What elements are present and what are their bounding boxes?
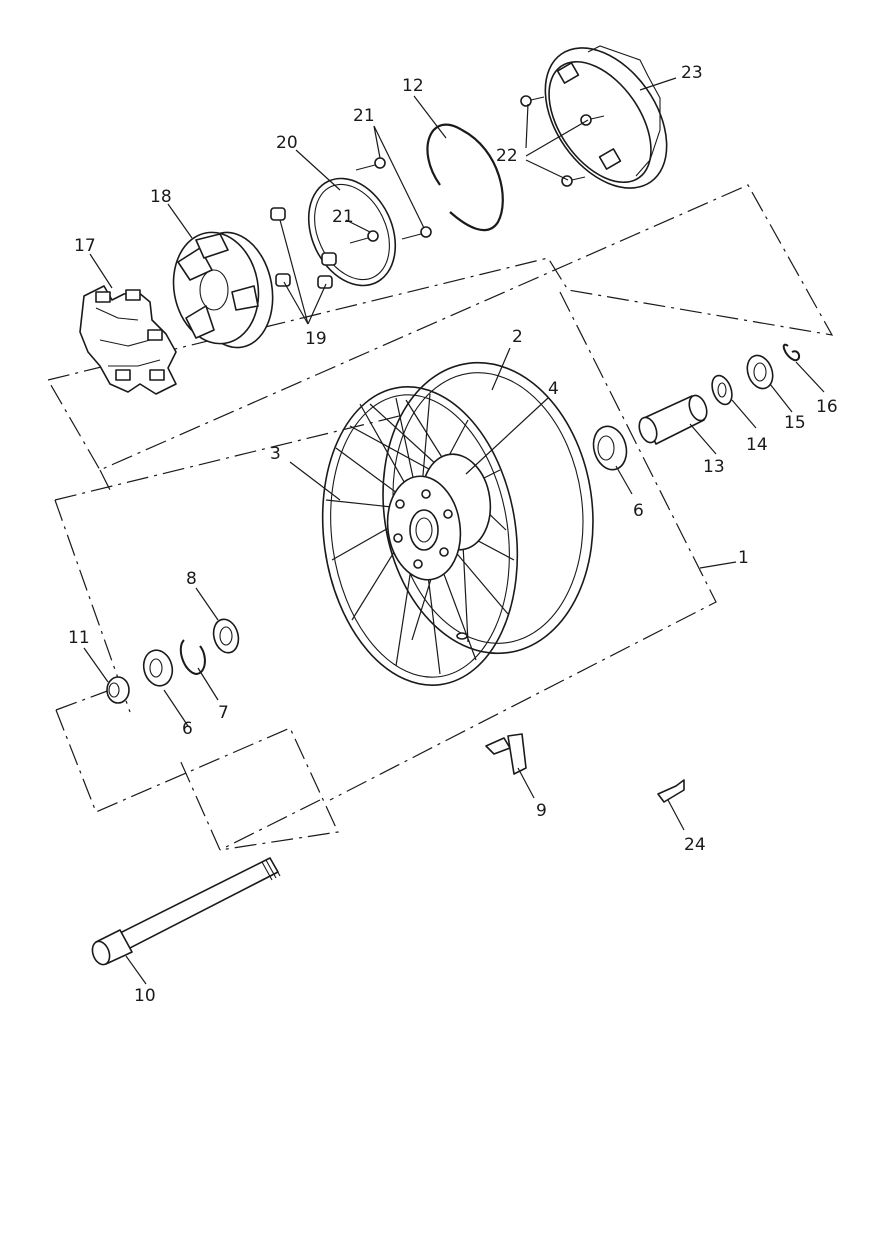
callout-21b: 21: [332, 207, 354, 227]
callout-9: 9: [536, 801, 547, 821]
callout-14: 14: [746, 435, 768, 455]
callout-8: 8: [186, 569, 197, 589]
callout-7: 7: [218, 703, 229, 723]
callout-17: 17: [74, 236, 96, 256]
axle-nut: [746, 354, 774, 390]
callout-1: 1: [738, 548, 749, 568]
callout-22: 22: [496, 146, 518, 166]
callout-6a: 6: [633, 501, 644, 521]
bearing-right: [592, 425, 628, 471]
small-clip: [657, 779, 685, 803]
callout-numbers: 1 2 3 4 6 6 7 8 9 10 11 12 13 14 15 16 1…: [68, 63, 838, 1006]
plate-bolts: [349, 157, 432, 244]
callout-24: 24: [684, 835, 706, 855]
callout-2: 2: [512, 327, 523, 347]
callout-21a: 21: [353, 106, 375, 126]
sensor-bracket: [485, 733, 527, 775]
washer: [711, 374, 733, 406]
callout-13: 13: [703, 457, 725, 477]
callout-11: 11: [68, 628, 90, 648]
cush-drive-hub: [172, 231, 274, 349]
spacer-tube: [638, 394, 708, 445]
callout-10: 10: [134, 986, 156, 1006]
wheel-axle: [91, 857, 281, 966]
assembly-boundary-lines: [47, 184, 834, 851]
bearing-left: [142, 649, 174, 687]
callout-18: 18: [150, 187, 172, 207]
circlip: [426, 123, 504, 232]
oil-seal: [212, 618, 240, 654]
retaining-plate: [307, 177, 397, 287]
left-spacer: [106, 676, 130, 704]
callout-23: 23: [681, 63, 703, 83]
rubber-damper: [79, 285, 177, 395]
callout-6b: 6: [182, 719, 193, 739]
callout-4: 4: [548, 379, 559, 399]
drive-ring: [544, 45, 668, 189]
callout-3: 3: [270, 444, 281, 464]
leader-lines: [83, 77, 825, 985]
ring-screws: [520, 95, 605, 187]
callout-12: 12: [402, 76, 424, 96]
callout-20: 20: [276, 133, 298, 153]
dowels: [270, 207, 337, 289]
axle-clip: [782, 343, 800, 362]
wheel-assembly: [321, 361, 594, 686]
circlip-left: [179, 639, 206, 676]
callout-15: 15: [784, 413, 806, 433]
callout-19: 19: [305, 329, 327, 349]
callout-16: 16: [816, 397, 838, 417]
